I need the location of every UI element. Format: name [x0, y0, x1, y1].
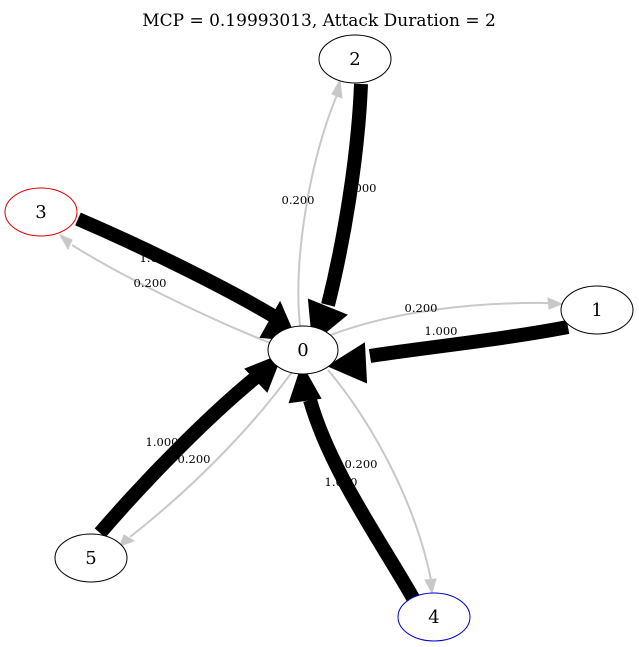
node-4: 4: [397, 592, 471, 642]
edge-4-to-0: [288, 363, 420, 602]
edge-labels-layer: 1.000 0.200 1.000 0.200 0.200 1.000 1.000 0.200…: [134, 181, 458, 489]
edge-3-to-0: [75, 212, 298, 342]
edge-arrowhead: [547, 297, 564, 310]
edges-layer: [58, 78, 570, 602]
node-ellipse: [318, 34, 392, 84]
node-label: 5: [85, 548, 96, 569]
node-1: 1: [560, 285, 634, 335]
node-label: 2: [349, 49, 360, 70]
edge-line: [297, 94, 338, 327]
edge-line: [327, 369, 432, 581]
edge-line: [303, 398, 420, 602]
edge-1-to-0: [326, 320, 570, 384]
nodes-layer: 0 1 2 3 4 5: [4, 34, 634, 642]
edge-5-to-0: [94, 353, 283, 538]
edge-label-2-to-0: 1.000: [344, 181, 377, 195]
edge-arrowhead: [424, 578, 437, 595]
edge-0-to-3: [58, 233, 271, 344]
edge-arrowhead: [119, 534, 136, 547]
edge-arrowhead: [244, 353, 283, 393]
edge-arrowhead: [288, 363, 322, 404]
node-label: 0: [297, 340, 308, 361]
edge-line: [368, 320, 570, 363]
node-ellipse: [54, 533, 128, 583]
edge-line: [71, 244, 271, 344]
edge-label-5-to-0: 1.000: [146, 435, 179, 449]
edge-label-0-to-4: 0.200: [345, 457, 378, 471]
edge-arrowhead: [326, 342, 368, 384]
node-ellipse: [560, 285, 634, 335]
edge-label-0-to-3: 0.200: [134, 276, 167, 290]
edge-line: [94, 372, 260, 538]
edge-line: [75, 212, 279, 324]
node-5: 5: [54, 533, 128, 583]
edge-0-to-4: [327, 369, 437, 595]
node-0: 0: [267, 325, 339, 375]
edge-2-to-0: [307, 83, 368, 344]
graph-title: MCP = 0.19993013, Attack Duration = 2: [142, 11, 496, 31]
edge-arrowhead: [58, 233, 73, 251]
edge-label-0-to-1: 0.200: [405, 301, 438, 315]
node-label: 4: [428, 607, 439, 628]
edge-arrowhead: [331, 78, 343, 99]
node-ellipse: [267, 325, 339, 375]
edge-label-4-to-0: 1.000: [325, 475, 358, 489]
edge-line: [327, 301, 549, 337]
edge-line: [129, 371, 293, 538]
node-3: 3: [4, 187, 78, 237]
edge-label-3-to-0: 1.000: [140, 251, 173, 265]
edge-label-1-to-0: 1.000: [425, 324, 458, 338]
node-label: 3: [35, 202, 46, 223]
node-ellipse: [397, 592, 471, 642]
node-2: 2: [318, 34, 392, 84]
edge-0-to-5: [119, 371, 293, 547]
edge-0-to-1: [327, 297, 564, 337]
edge-line: [321, 83, 368, 307]
edge-label-0-to-2: 0.200: [282, 193, 315, 207]
node-label: 1: [591, 300, 602, 321]
edge-0-to-2: [297, 78, 343, 327]
edge-label-0-to-5: 0.200: [178, 452, 211, 466]
node-ellipse: [4, 187, 78, 237]
